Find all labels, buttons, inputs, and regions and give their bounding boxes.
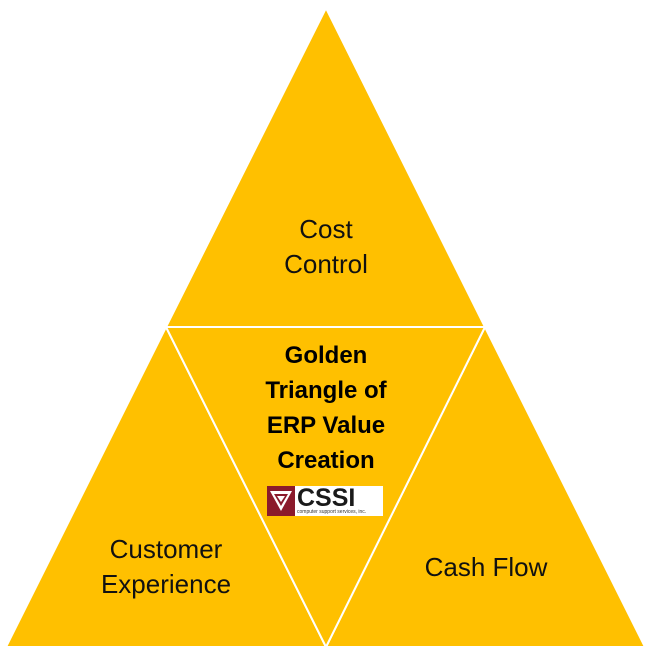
- cssi-logo-mark-icon: [267, 486, 295, 516]
- logo-text: CSSI: [297, 484, 356, 512]
- label-cash-flow: Cash Flow: [424, 552, 548, 582]
- label-cost-control: Cost Control: [284, 214, 368, 279]
- label-customer-experience: Customer Experience: [100, 534, 232, 599]
- cssi-logo: CSSI computer support services, inc.: [267, 484, 383, 516]
- logo-tagline: computer support services, inc.: [297, 509, 367, 515]
- center-title: Golden Triangle of ERP Value Creation: [265, 342, 387, 474]
